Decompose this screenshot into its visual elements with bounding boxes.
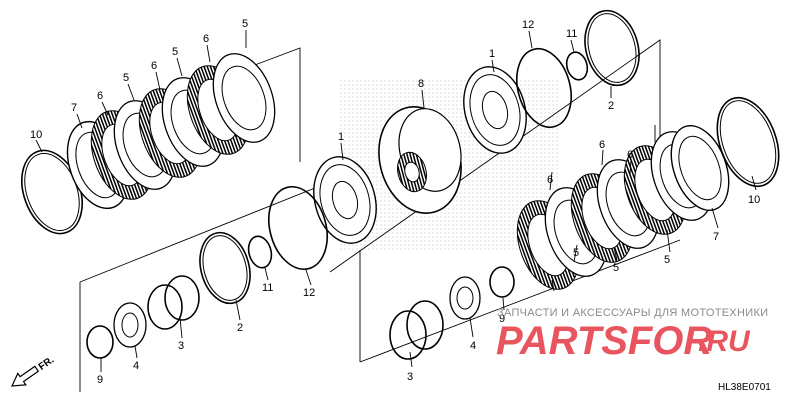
- seal-12-right: [516, 47, 572, 129]
- leader-lines: [35, 30, 757, 372]
- arrow-icon: [11, 365, 40, 387]
- callout-5-a: 5: [123, 72, 129, 84]
- brand-logo: PARTSFOR .RU: [496, 319, 751, 363]
- clip-9-left: [86, 325, 114, 359]
- callout-11-left: 11: [262, 282, 273, 294]
- callout-3-left: 3: [178, 340, 184, 352]
- callout-6-a: 6: [97, 90, 103, 102]
- spring-3-right-b: [406, 300, 444, 350]
- callout-1-right: 1: [489, 48, 495, 60]
- callout-11-right: 11: [566, 28, 577, 40]
- callout-5-b: 5: [172, 46, 178, 58]
- callout-4-left: 4: [133, 360, 139, 372]
- callout-10-right: 10: [748, 194, 760, 206]
- callouts: 10 7 6 5 6 5 6 5 1 8 12 11 2 1 11 12 2 3…: [30, 18, 760, 386]
- callout-5-f: 5: [664, 254, 670, 266]
- watermark-caption: ЗАПЧАСТИ И АКСЕССУАРЫ ДЛЯ МОТОТЕХНИКИ: [497, 307, 768, 319]
- left-clutch-pack: [21, 53, 276, 235]
- piston-1-left: [313, 156, 377, 244]
- callout-3-right: 3: [407, 371, 413, 383]
- callout-12-left: 12: [303, 287, 315, 299]
- lower-middle-parts: [389, 266, 515, 360]
- snap-ring-10-right: [716, 96, 780, 188]
- callout-7-right: 7: [713, 231, 719, 243]
- o-ring-11-right: [565, 51, 589, 81]
- callout-5-e: 5: [613, 262, 619, 274]
- brand-main: PARTSFOR: [496, 319, 712, 363]
- callout-2-right: 2: [608, 100, 614, 112]
- callout-1-left: 1: [338, 131, 344, 143]
- callout-5-d: 5: [573, 247, 579, 259]
- callout-6-f: 6: [627, 149, 633, 161]
- callout-12-right: 12: [522, 19, 534, 31]
- spring-4-right: [449, 276, 481, 320]
- spring-3-right-a: [389, 310, 427, 360]
- lower-left-parts: [86, 275, 200, 359]
- callout-7-left: 7: [71, 102, 77, 114]
- plate-5-c: [212, 53, 276, 143]
- callout-10-left: 10: [30, 129, 42, 141]
- diagram-code: HL38E0701: [718, 382, 771, 393]
- snap-ring-2-right: [584, 9, 640, 87]
- brand-suffix: .RU: [698, 325, 751, 358]
- callout-9-right: 9: [499, 313, 505, 325]
- callout-9-left: 9: [97, 374, 103, 386]
- spring-4-left: [113, 302, 147, 348]
- snap-ring-2-left: [199, 231, 251, 305]
- callout-4-right: 4: [470, 340, 476, 352]
- callout-6-d: 6: [547, 174, 553, 186]
- callout-6-e: 6: [599, 139, 605, 151]
- callout-5-c: 5: [242, 18, 248, 30]
- piston-1-right: [463, 66, 527, 154]
- o-ring-11-left: [247, 235, 273, 269]
- callout-6-c: 6: [203, 33, 209, 45]
- spring-3-left-a: [147, 284, 183, 330]
- clutch-drum-8: [378, 106, 462, 214]
- right-clutch-pack: [516, 96, 780, 290]
- callout-6-b: 6: [151, 60, 157, 72]
- front-direction: FR.: [11, 354, 57, 387]
- callout-2-left: 2: [237, 322, 243, 334]
- seal-12-left: [268, 185, 328, 271]
- spring-3-left-b: [164, 275, 200, 321]
- clip-9-right: [489, 266, 515, 298]
- front-label: FR.: [37, 354, 57, 372]
- callout-8: 8: [418, 78, 424, 90]
